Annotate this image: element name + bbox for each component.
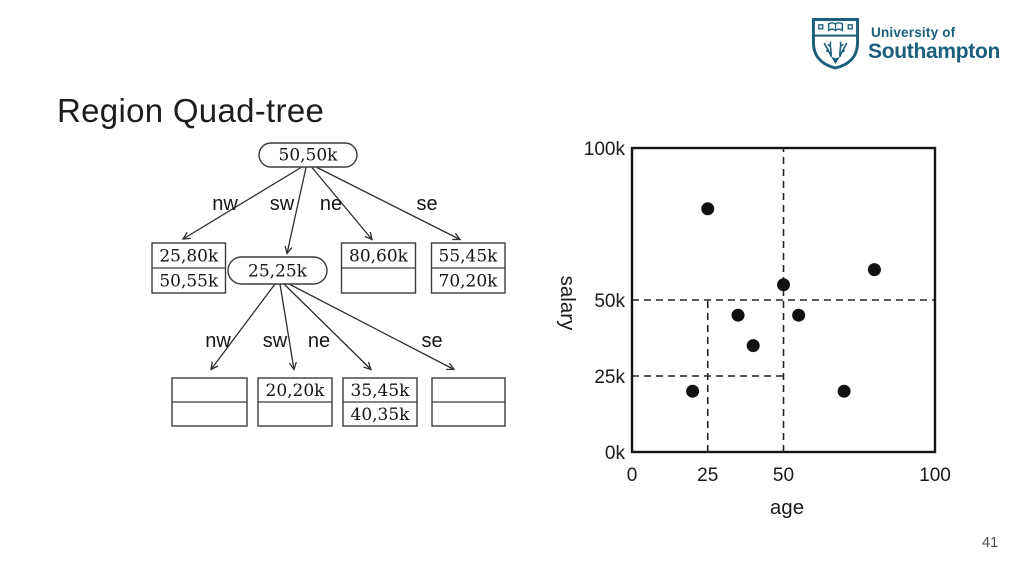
data-point — [701, 202, 715, 216]
tree-node-l1-ne: 80,60k — [340, 242, 417, 294]
tree-node-l2-ne: 35,45k 40,35k — [342, 377, 418, 427]
tree-node-root: 50,50k — [258, 142, 358, 168]
tree-edges-level1 — [181, 166, 462, 255]
y-tick-label: 100k — [584, 139, 626, 160]
data-point — [686, 384, 700, 398]
y-tick-label: 50k — [594, 291, 625, 312]
root-label: 50,50k — [279, 146, 339, 166]
edge-label-se-1: se — [416, 193, 437, 215]
scatter-plot: 0 25 50 100 0k 25k 50k 100k age salary — [556, 139, 951, 519]
edge-label-se-2: se — [421, 330, 442, 352]
tree-node-l1-se: 55,45k 70,20k — [430, 242, 506, 294]
tree-node-l1-sw: 25,25k — [227, 256, 328, 285]
l2-ne-row2: 40,35k — [351, 405, 411, 425]
x-axis-ticks: 0 25 50 100 — [627, 465, 951, 486]
root-oval — [258, 142, 358, 168]
y-axis-ticks: 0k 25k 50k 100k — [584, 139, 626, 464]
quadtree-diagram: nw sw ne se nw sw ne se 50,50k 25,80k 50… — [151, 142, 506, 427]
edge-sw-sw — [279, 283, 297, 371]
edge-label-nw-2: nw — [205, 330, 231, 352]
x-tick-label: 0 — [627, 465, 638, 486]
tree-node-l2-sw: 20,20k — [257, 377, 333, 427]
page-title: Region Quad-tree — [57, 92, 325, 129]
l1-se-row2: 70,20k — [439, 272, 499, 292]
l1-se-row1: 55,45k — [439, 247, 499, 267]
x-tick-label: 100 — [919, 465, 951, 486]
edge-label-ne-2: ne — [308, 330, 330, 352]
l1-sw-oval — [227, 256, 328, 285]
data-point — [867, 263, 881, 277]
partition-lines — [632, 148, 935, 452]
tree-node-l2-nw — [171, 377, 248, 427]
l1-nw-row2: 50,55k — [159, 272, 219, 292]
edge-label-ne-1: ne — [320, 193, 342, 215]
y-tick-label: 0k — [605, 443, 626, 464]
tree-node-l1-nw: 25,80k 50,55k — [151, 242, 227, 294]
y-axis-label: salary — [556, 276, 579, 331]
edge-root-ne — [311, 167, 373, 241]
data-point — [777, 278, 790, 292]
edge-label-sw-2: sw — [263, 330, 288, 352]
university-shield-icon — [811, 18, 860, 70]
edge-sw-nw — [210, 283, 276, 371]
l2-sw-row1: 20,20k — [266, 381, 326, 401]
tree-edges-level2 — [210, 283, 456, 371]
x-tick-label: 50 — [773, 465, 794, 486]
l1-sw-label: 25,25k — [248, 262, 308, 282]
data-point — [792, 308, 806, 322]
data-point — [731, 308, 745, 322]
data-points — [686, 202, 881, 398]
edge-label-nw-1: nw — [212, 193, 238, 215]
page-number: 41 — [982, 535, 999, 551]
l1-nw-row1: 25,80k — [159, 247, 219, 267]
l2-ne-row1: 35,45k — [351, 381, 411, 401]
plot-border — [630, 146, 937, 454]
tree-node-l2-se — [431, 377, 506, 427]
edge-sw-se — [288, 283, 456, 371]
university-logo-text: University of Southampton — [868, 16, 1000, 63]
data-point — [746, 339, 760, 353]
edge-root-se — [316, 166, 462, 241]
data-point — [837, 384, 851, 398]
edge-label-sw-1: sw — [270, 193, 295, 215]
edge-sw-ne — [283, 283, 373, 371]
logo-southampton: Southampton — [868, 40, 1001, 64]
edge-root-sw — [284, 167, 307, 255]
l1-ne-row1: 80,60k — [349, 247, 409, 267]
logo-university-of: University of — [871, 25, 956, 40]
x-axis-label: age — [770, 496, 804, 519]
university-logo: University of Southampton — [810, 16, 1000, 71]
x-tick-label: 25 — [697, 465, 718, 486]
edge-root-nw — [181, 166, 302, 240]
y-tick-label: 25k — [594, 367, 625, 388]
